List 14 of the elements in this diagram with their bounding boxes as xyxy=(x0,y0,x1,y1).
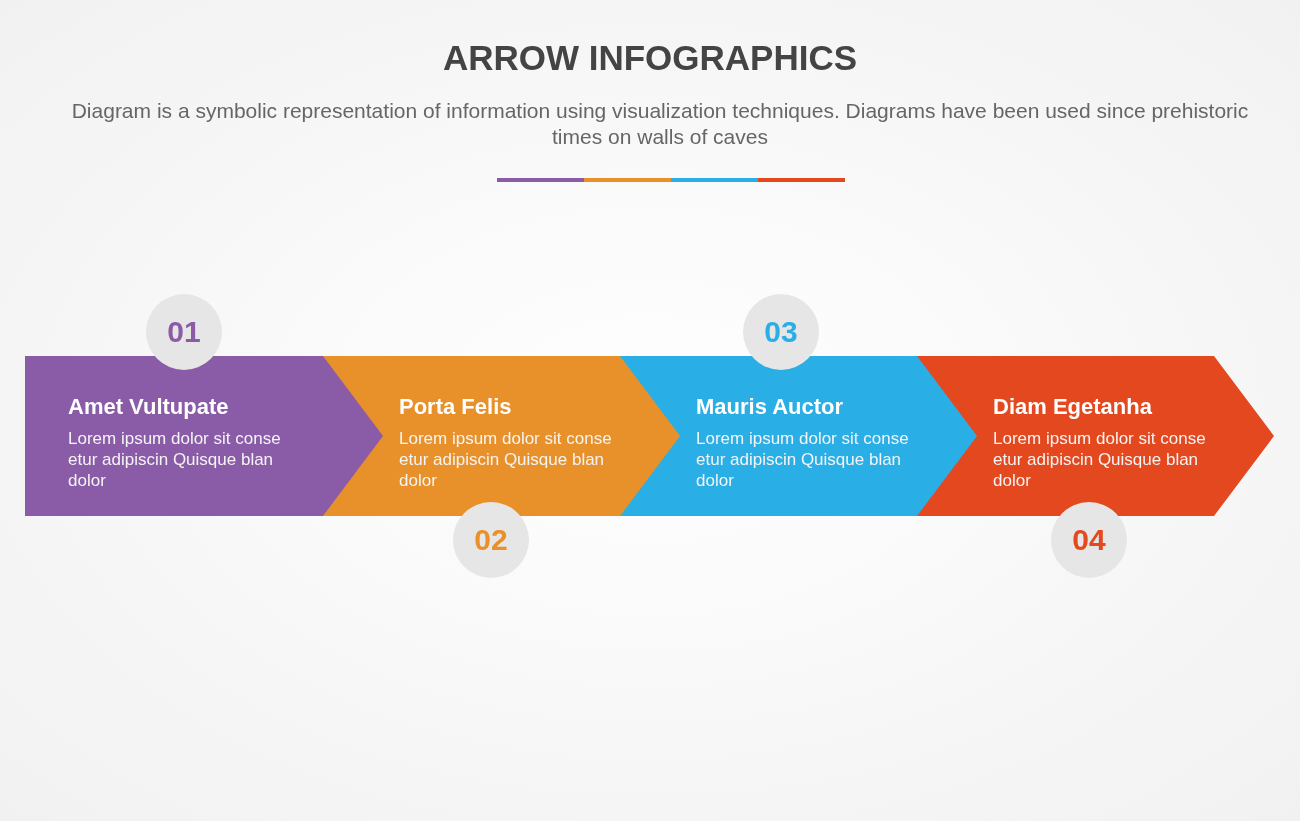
number-badge: 02 xyxy=(453,502,529,578)
subtitle: Diagram is a symbolic representation of information using visualization techniques. Diagrams have been used since prehistoric times on walls of caves xyxy=(70,98,1250,150)
step-heading: Mauris Auctor xyxy=(696,394,845,420)
step-description: Lorem ipsum dolor sit conse etur adipiscin Quisque blan dolor xyxy=(993,428,1207,491)
number-badge: 03 xyxy=(743,294,819,370)
step-description: Lorem ipsum dolor sit conse etur adipiscin Quisque blan dolor xyxy=(696,428,910,491)
title: ARROW INFOGRAPHICS xyxy=(441,38,859,78)
step-heading: Diam Egetanha xyxy=(993,394,1153,420)
step-description: Lorem ipsum dolor sit conse etur adipiscin Quisque blan dolor xyxy=(399,428,613,491)
step-heading: Amet Vultupate xyxy=(68,394,230,420)
number-badge: 01 xyxy=(146,294,222,370)
step-heading: Porta Felis xyxy=(399,394,513,420)
step-description: Lorem ipsum dolor sit conse etur adipiscin Quisque blan dolor xyxy=(68,428,282,491)
number-badge: 04 xyxy=(1051,502,1127,578)
